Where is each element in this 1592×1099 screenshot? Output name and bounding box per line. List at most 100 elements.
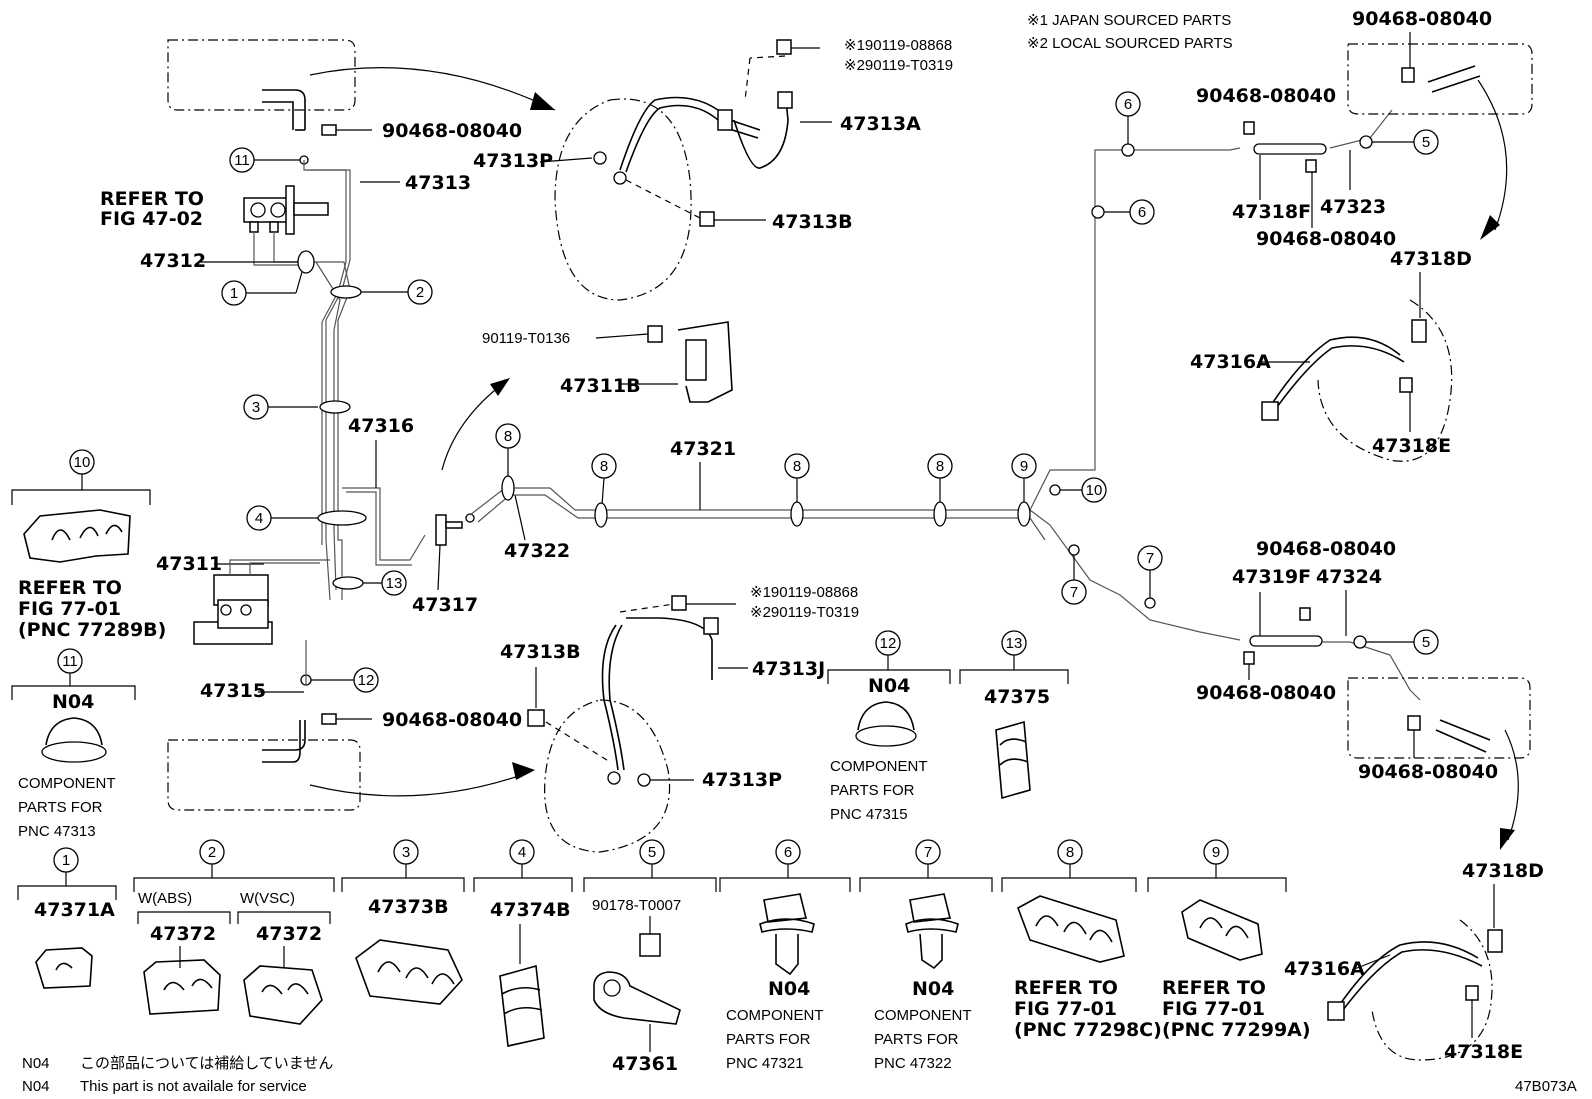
hose-group-top-right: 47318D 47316A 47318E — [1190, 248, 1472, 462]
svg-text:6: 6 — [1124, 96, 1132, 113]
k8-line1: REFER TO — [1014, 977, 1118, 999]
footnote-jp: この部品については補給していません — [80, 1055, 333, 1072]
master-cylinder — [243, 185, 329, 235]
svg-text:11: 11 — [234, 152, 250, 169]
label-47318D-bot: 47318D — [1462, 860, 1544, 882]
footnote-en: This part is not availale for service — [80, 1078, 307, 1095]
k11-line2: PARTS FOR — [18, 799, 103, 816]
k2-abs-label: W(ABS) — [138, 890, 192, 907]
label-90468-c: 90468-08040 — [1196, 85, 1336, 107]
k7-line3: PNC 47322 — [874, 1055, 952, 1072]
svg-text:1: 1 — [230, 285, 238, 302]
label-47311B: 47311B — [560, 375, 641, 397]
callout-3: 3 — [243, 394, 351, 420]
svg-text:2: 2 — [208, 844, 216, 861]
callout-5-bottom: 5 — [1353, 629, 1439, 655]
k2-vsc-label: W(VSC) — [240, 890, 295, 907]
label-47313: 47313 — [405, 172, 471, 194]
label-47312: 47312 — [140, 250, 206, 272]
callout-8-c: 8 — [784, 453, 810, 527]
hose-group-47313J: 47313B 47313P ※190119-08868 ※290119-T031… — [500, 584, 859, 853]
label-90468-b: 90468-08040 — [382, 709, 522, 731]
component-key-11: 11 N04 COMPONENT PARTS FOR PNC 47313 — [11, 648, 136, 840]
svg-text:6: 6 — [1138, 204, 1146, 221]
label-47319F: 47319F — [1232, 566, 1311, 588]
svg-text:2: 2 — [416, 284, 424, 301]
svg-text:9: 9 — [1020, 458, 1028, 475]
k6-code: N04 — [768, 978, 810, 1000]
label-47316: 47316 — [348, 415, 414, 437]
k10-line1: REFER TO — [18, 577, 122, 599]
footnote: N04 この部品については補給していません N04 This part is n… — [22, 1055, 333, 1095]
callout-6-b: 6 — [1091, 199, 1155, 225]
callout-box-top-left — [167, 39, 556, 131]
svg-text:3: 3 — [402, 844, 410, 861]
k9-line1: REFER TO — [1162, 977, 1266, 999]
label-47313B-top: 47313B — [772, 211, 853, 233]
k10-line3: (PNC 77289B) — [18, 619, 166, 641]
label-90468-g: 90468-08040 — [1196, 682, 1336, 704]
label-90468-f: 90468-08040 — [1256, 538, 1396, 560]
k12-line2: PARTS FOR — [830, 782, 915, 799]
component-key-5: 5 90178-T0007 47361 — [583, 839, 717, 1075]
label-90119-local-top: ※290119-T0319 — [844, 57, 953, 74]
label-47313A: 47313A — [840, 113, 921, 135]
callout-6-a: 6 — [1115, 91, 1141, 157]
svg-text:5: 5 — [648, 844, 656, 861]
callout-13: 13 — [332, 570, 407, 596]
lower-right-connector: 90468-08040 47319F 47324 90468-08040 — [1196, 538, 1421, 704]
svg-text:5: 5 — [1422, 634, 1430, 651]
k12-code: N04 — [868, 675, 910, 697]
k7-line1: COMPONENT — [874, 1007, 972, 1024]
label-47318E-bot: 47318E — [1444, 1041, 1523, 1063]
label-47313B-bot: 47313B — [500, 641, 581, 663]
label-47318E-top: 47318E — [1372, 435, 1451, 457]
label-47324: 47324 — [1316, 566, 1382, 588]
label-47318D-top: 47318D — [1390, 248, 1472, 270]
k11-line1: COMPONENT — [18, 775, 116, 792]
component-key-6: 6 N04 COMPONENT PARTS FOR PNC 47321 — [719, 839, 851, 1072]
refer-47-02-line1: REFER TO — [100, 188, 204, 210]
label-47313J: 47313J — [752, 658, 825, 680]
k11-code: N04 — [52, 691, 94, 713]
k9-line3: (PNC 77299A) — [1162, 1019, 1311, 1041]
k11-line3: PNC 47313 — [18, 823, 96, 840]
svg-text:8: 8 — [936, 458, 944, 475]
refer-47-02-line2: FIG 47-02 — [100, 208, 203, 230]
k1-part: 47371A — [34, 899, 115, 921]
svg-text:9: 9 — [1212, 844, 1220, 861]
component-key-7: 7 N04 COMPONENT PARTS FOR PNC 47322 — [859, 839, 993, 1072]
svg-text:11: 11 — [62, 653, 78, 670]
callout-box-bottom-right: 90468-08040 — [1347, 677, 1531, 850]
bracket-47311B: 90119-T0136 47311B — [482, 321, 733, 403]
callout-box-bottom-left: 90468-08040 — [167, 709, 535, 811]
svg-text:8: 8 — [1066, 844, 1074, 861]
component-key-3: 3 47373B — [341, 839, 465, 1005]
component-key-13: 13 47375 — [959, 630, 1069, 800]
component-key-12: 12 N04 COMPONENT PARTS FOR PNC 47315 — [827, 630, 951, 823]
k2-part-abs: 47372 — [150, 923, 216, 945]
svg-text:10: 10 — [74, 454, 91, 471]
label-47313P-top: 47313P — [473, 150, 553, 172]
svg-text:3: 3 — [252, 399, 260, 416]
label-90468-h: 90468-08040 — [1358, 761, 1498, 783]
label-47317: 47317 — [412, 594, 478, 616]
component-key-4: 4 47374B — [473, 839, 573, 1047]
k7-code: N04 — [912, 978, 954, 1000]
k5-sub: 90178-T0007 — [592, 897, 681, 914]
svg-text:8: 8 — [504, 428, 512, 445]
callout-11: 11 — [229, 147, 309, 173]
clip-90468-a: 90468-08040 — [321, 120, 522, 142]
k4-part: 47374B — [490, 899, 571, 921]
label-47321: 47321 — [670, 438, 736, 460]
hose-group-bottom-right: 47318D 47316A 47318E — [1284, 860, 1544, 1063]
component-key-2: 2 W(ABS) W(VSC) 47372 47372 — [133, 839, 335, 1025]
k7-line2: PARTS FOR — [874, 1031, 959, 1048]
k9-line2: FIG 77-01 — [1162, 998, 1265, 1020]
svg-text:12: 12 — [880, 635, 897, 652]
k6-line1: COMPONENT — [726, 1007, 824, 1024]
doc-id: 47B073A — [1515, 1078, 1577, 1095]
label-47313P-bot: 47313P — [702, 769, 782, 791]
k13-part: 47375 — [984, 686, 1050, 708]
